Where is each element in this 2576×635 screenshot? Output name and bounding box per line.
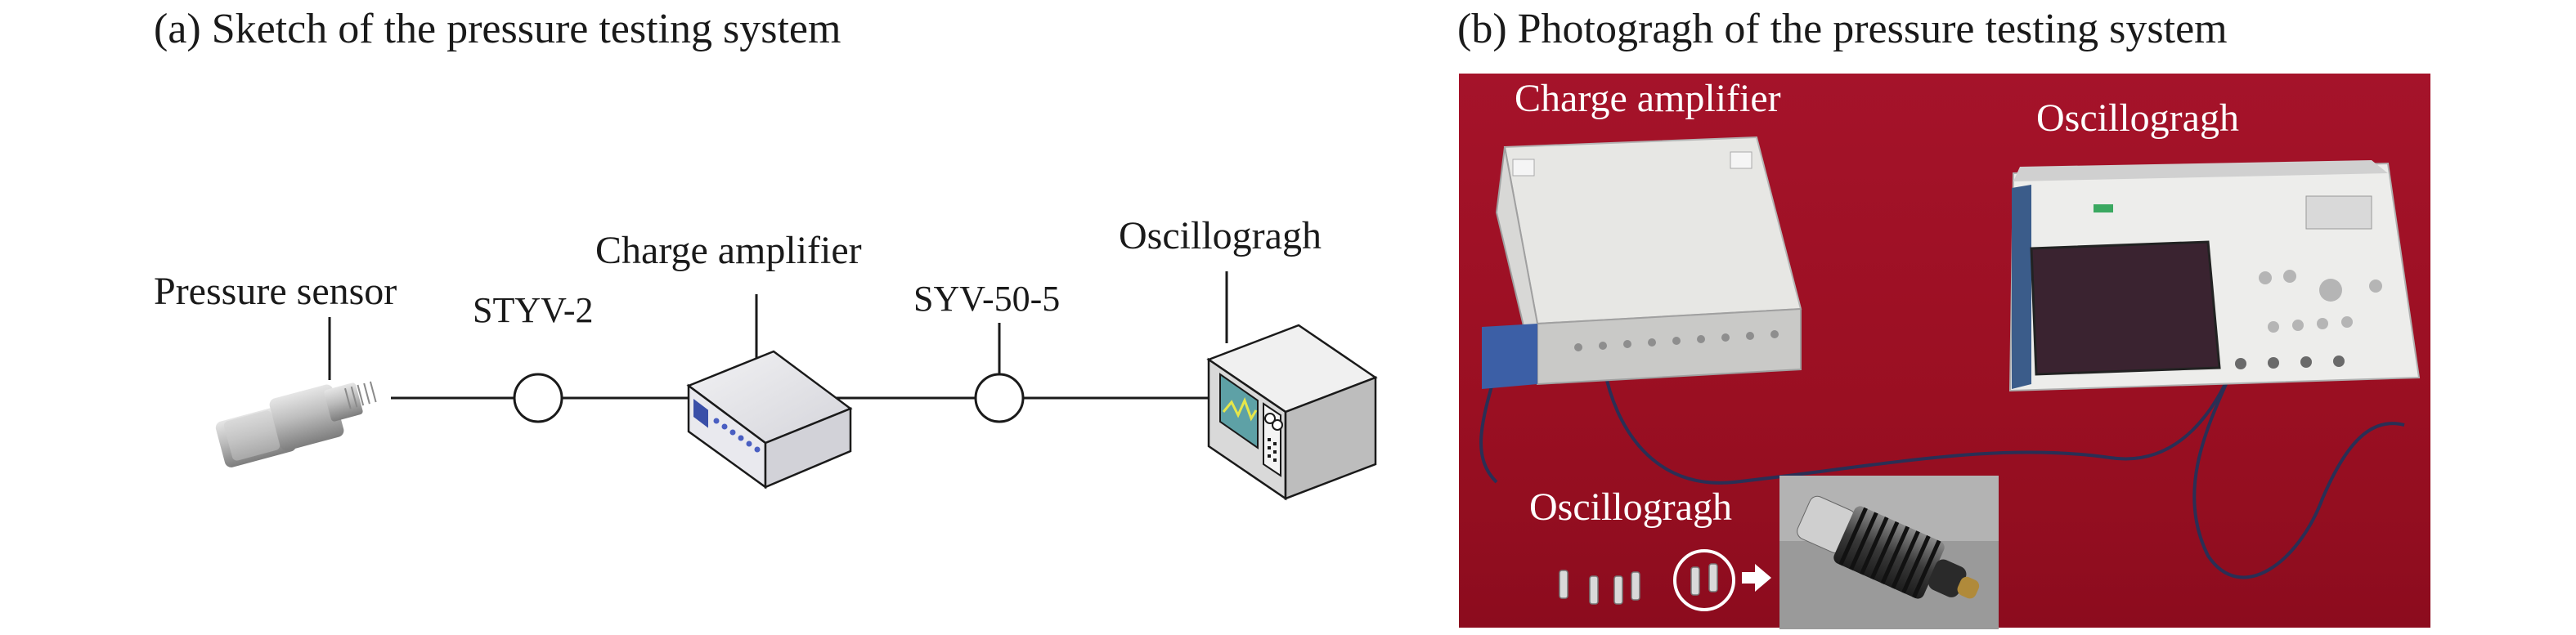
photo-oscilloscope	[2008, 160, 2421, 392]
photo-oscillograph-bottom-label: Oscillogragh	[1529, 485, 1732, 529]
cable-2-marker	[974, 373, 1025, 423]
charge-amplifier-icon	[686, 350, 853, 490]
photo-charge-amplifier	[1482, 136, 1802, 389]
cable-2-label: SYV-50-5	[913, 279, 1060, 319]
photo-inset-closeup	[1779, 476, 1999, 629]
panel-b: (b) Photogragh of the pressure testing s…	[1457, 6, 2430, 629]
panel-a-title: (a) Sketch of the pressure testing syste…	[154, 6, 841, 52]
cable-1-label: STYV-2	[473, 290, 594, 330]
cable-1-marker	[513, 373, 563, 423]
photo-oscillograph-top-label: Oscillogragh	[2036, 96, 2239, 140]
charge-amplifier-label: Charge amplifier	[595, 229, 862, 272]
pressure-sensor-icon	[215, 381, 377, 467]
photo-sensor-highlight	[1673, 549, 1735, 611]
panel-a: (a) Sketch of the pressure testing syste…	[154, 6, 1378, 501]
arrow-icon	[1742, 564, 1771, 592]
oscillograph-icon	[1206, 324, 1378, 501]
oscillograph-label: Oscillogragh	[1119, 214, 1322, 257]
photo-sensor-group	[1559, 563, 1718, 605]
photo-charge-amplifier-label: Charge amplifier	[1515, 77, 1781, 120]
panel-b-title: (b) Photogragh of the pressure testing s…	[1457, 6, 2228, 52]
pressure-sensor-label: Pressure sensor	[154, 270, 397, 313]
